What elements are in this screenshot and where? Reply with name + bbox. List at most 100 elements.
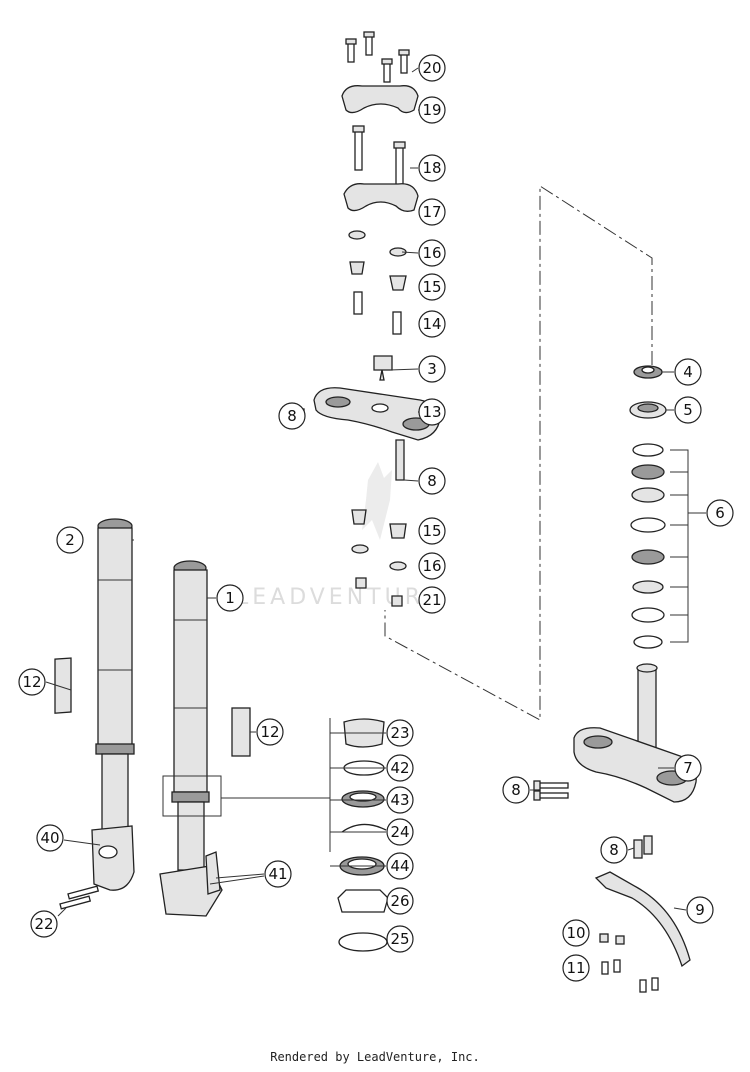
callout-40: 40: [36, 824, 64, 852]
clamp-bolts-top: [345, 31, 410, 83]
callout-10: 10: [562, 919, 590, 947]
callout-9: 9: [686, 896, 714, 924]
fork-leg-right: [159, 560, 223, 917]
axle-clamp-bolts: [59, 885, 100, 910]
callout-19: 19: [418, 96, 446, 124]
clamp-bolts-long: [352, 125, 406, 187]
svg-text:15: 15: [422, 278, 441, 296]
callout-8: 8: [418, 467, 446, 495]
callout-26: 26: [386, 887, 414, 915]
svg-text:43: 43: [390, 791, 409, 809]
bearing-kit: [630, 443, 706, 649]
fork-protection-strips: [54, 657, 251, 757]
callout-3: 3: [418, 355, 446, 383]
lower-clamp-bolts: [533, 780, 653, 859]
svg-text:8: 8: [427, 472, 437, 490]
guide-screws: [599, 933, 659, 993]
callout-22: 22: [30, 910, 58, 938]
callout-4: 4: [674, 358, 702, 386]
svg-text:8: 8: [511, 781, 521, 799]
svg-text:12: 12: [22, 673, 41, 691]
svg-text:20: 20: [422, 59, 441, 77]
nuts-lower: [355, 577, 403, 607]
fork-internal-parts: [337, 718, 389, 952]
svg-text:19: 19: [422, 101, 441, 119]
callout-23: 23: [386, 719, 414, 747]
svg-text:5: 5: [683, 401, 693, 419]
handlebar-clamp-lower: [343, 183, 419, 212]
callout-25: 25: [386, 925, 414, 953]
svg-text:25: 25: [390, 930, 409, 948]
callout-17: 17: [418, 198, 446, 226]
svg-text:13: 13: [422, 403, 441, 421]
washers-lower: [351, 544, 407, 571]
rubber-dampers-upper: [349, 261, 407, 291]
callout-11: 11: [562, 954, 590, 982]
internal-stack-bracket: [330, 732, 386, 867]
brake-line-guide: [594, 871, 691, 968]
svg-text:8: 8: [287, 407, 297, 425]
callout-8: 8: [502, 776, 530, 804]
callout-16: 16: [418, 552, 446, 580]
dust-seal: [633, 365, 663, 379]
footer-credit: Rendered by LeadVenture, Inc.: [270, 1050, 480, 1064]
upper-bearing: [629, 401, 667, 419]
callout-15: 15: [418, 273, 446, 301]
callout-15: 15: [418, 517, 446, 545]
rubber-dampers-lower: [351, 509, 407, 539]
callout-6: 6: [706, 499, 734, 527]
svg-text:44: 44: [390, 857, 409, 875]
callout-14: 14: [418, 310, 446, 338]
svg-text:3: 3: [427, 360, 437, 378]
lower-triple-clamp: [573, 663, 697, 803]
svg-text:6: 6: [715, 504, 725, 522]
svg-text:40: 40: [40, 829, 59, 847]
watermark-logo: [362, 462, 392, 540]
svg-text:8: 8: [609, 841, 619, 859]
svg-text:22: 22: [34, 915, 53, 933]
handlebar-clamp-upper: [341, 85, 419, 114]
svg-text:41: 41: [268, 865, 287, 883]
callout-13: 13: [418, 398, 446, 426]
callout-5: 5: [674, 396, 702, 424]
assembly-line: [384, 185, 653, 721]
svg-text:26: 26: [390, 892, 409, 910]
svg-text:9: 9: [695, 901, 705, 919]
svg-text:23: 23: [390, 724, 409, 742]
leader-lines: [45, 67, 687, 917]
callout-20: 20: [418, 54, 446, 82]
callout-12: 12: [18, 668, 46, 696]
svg-text:16: 16: [422, 244, 441, 262]
svg-text:14: 14: [422, 315, 441, 333]
callout-44: 44: [386, 852, 414, 880]
svg-text:17: 17: [422, 203, 441, 221]
callout-24: 24: [386, 818, 414, 846]
callout-42: 42: [386, 754, 414, 782]
callout-18: 18: [418, 154, 446, 182]
watermark: LEADVENTURE: [236, 462, 442, 610]
fork-leg-left: [91, 518, 135, 891]
svg-text:4: 4: [683, 363, 693, 381]
watermark-text: LEADVENTURE: [236, 585, 442, 610]
svg-text:24: 24: [390, 823, 409, 841]
svg-text:12: 12: [260, 723, 279, 741]
callout-1: 1: [216, 584, 244, 612]
callout-7: 7: [674, 754, 702, 782]
steering-nut: [373, 355, 393, 381]
callout-16: 16: [418, 239, 446, 267]
svg-text:42: 42: [390, 759, 409, 777]
callout-41: 41: [264, 860, 292, 888]
svg-text:21: 21: [422, 591, 441, 609]
svg-text:7: 7: [683, 759, 693, 777]
callout-21: 21: [418, 586, 446, 614]
svg-text:18: 18: [422, 159, 441, 177]
washers-upper: [348, 230, 407, 257]
svg-text:15: 15: [422, 522, 441, 540]
callout-2: 2: [56, 526, 84, 554]
callout-8: 8: [278, 402, 306, 430]
sleeves: [353, 291, 402, 335]
svg-text:11: 11: [566, 959, 585, 977]
callout-43: 43: [386, 786, 414, 814]
detail-box: [162, 775, 222, 817]
